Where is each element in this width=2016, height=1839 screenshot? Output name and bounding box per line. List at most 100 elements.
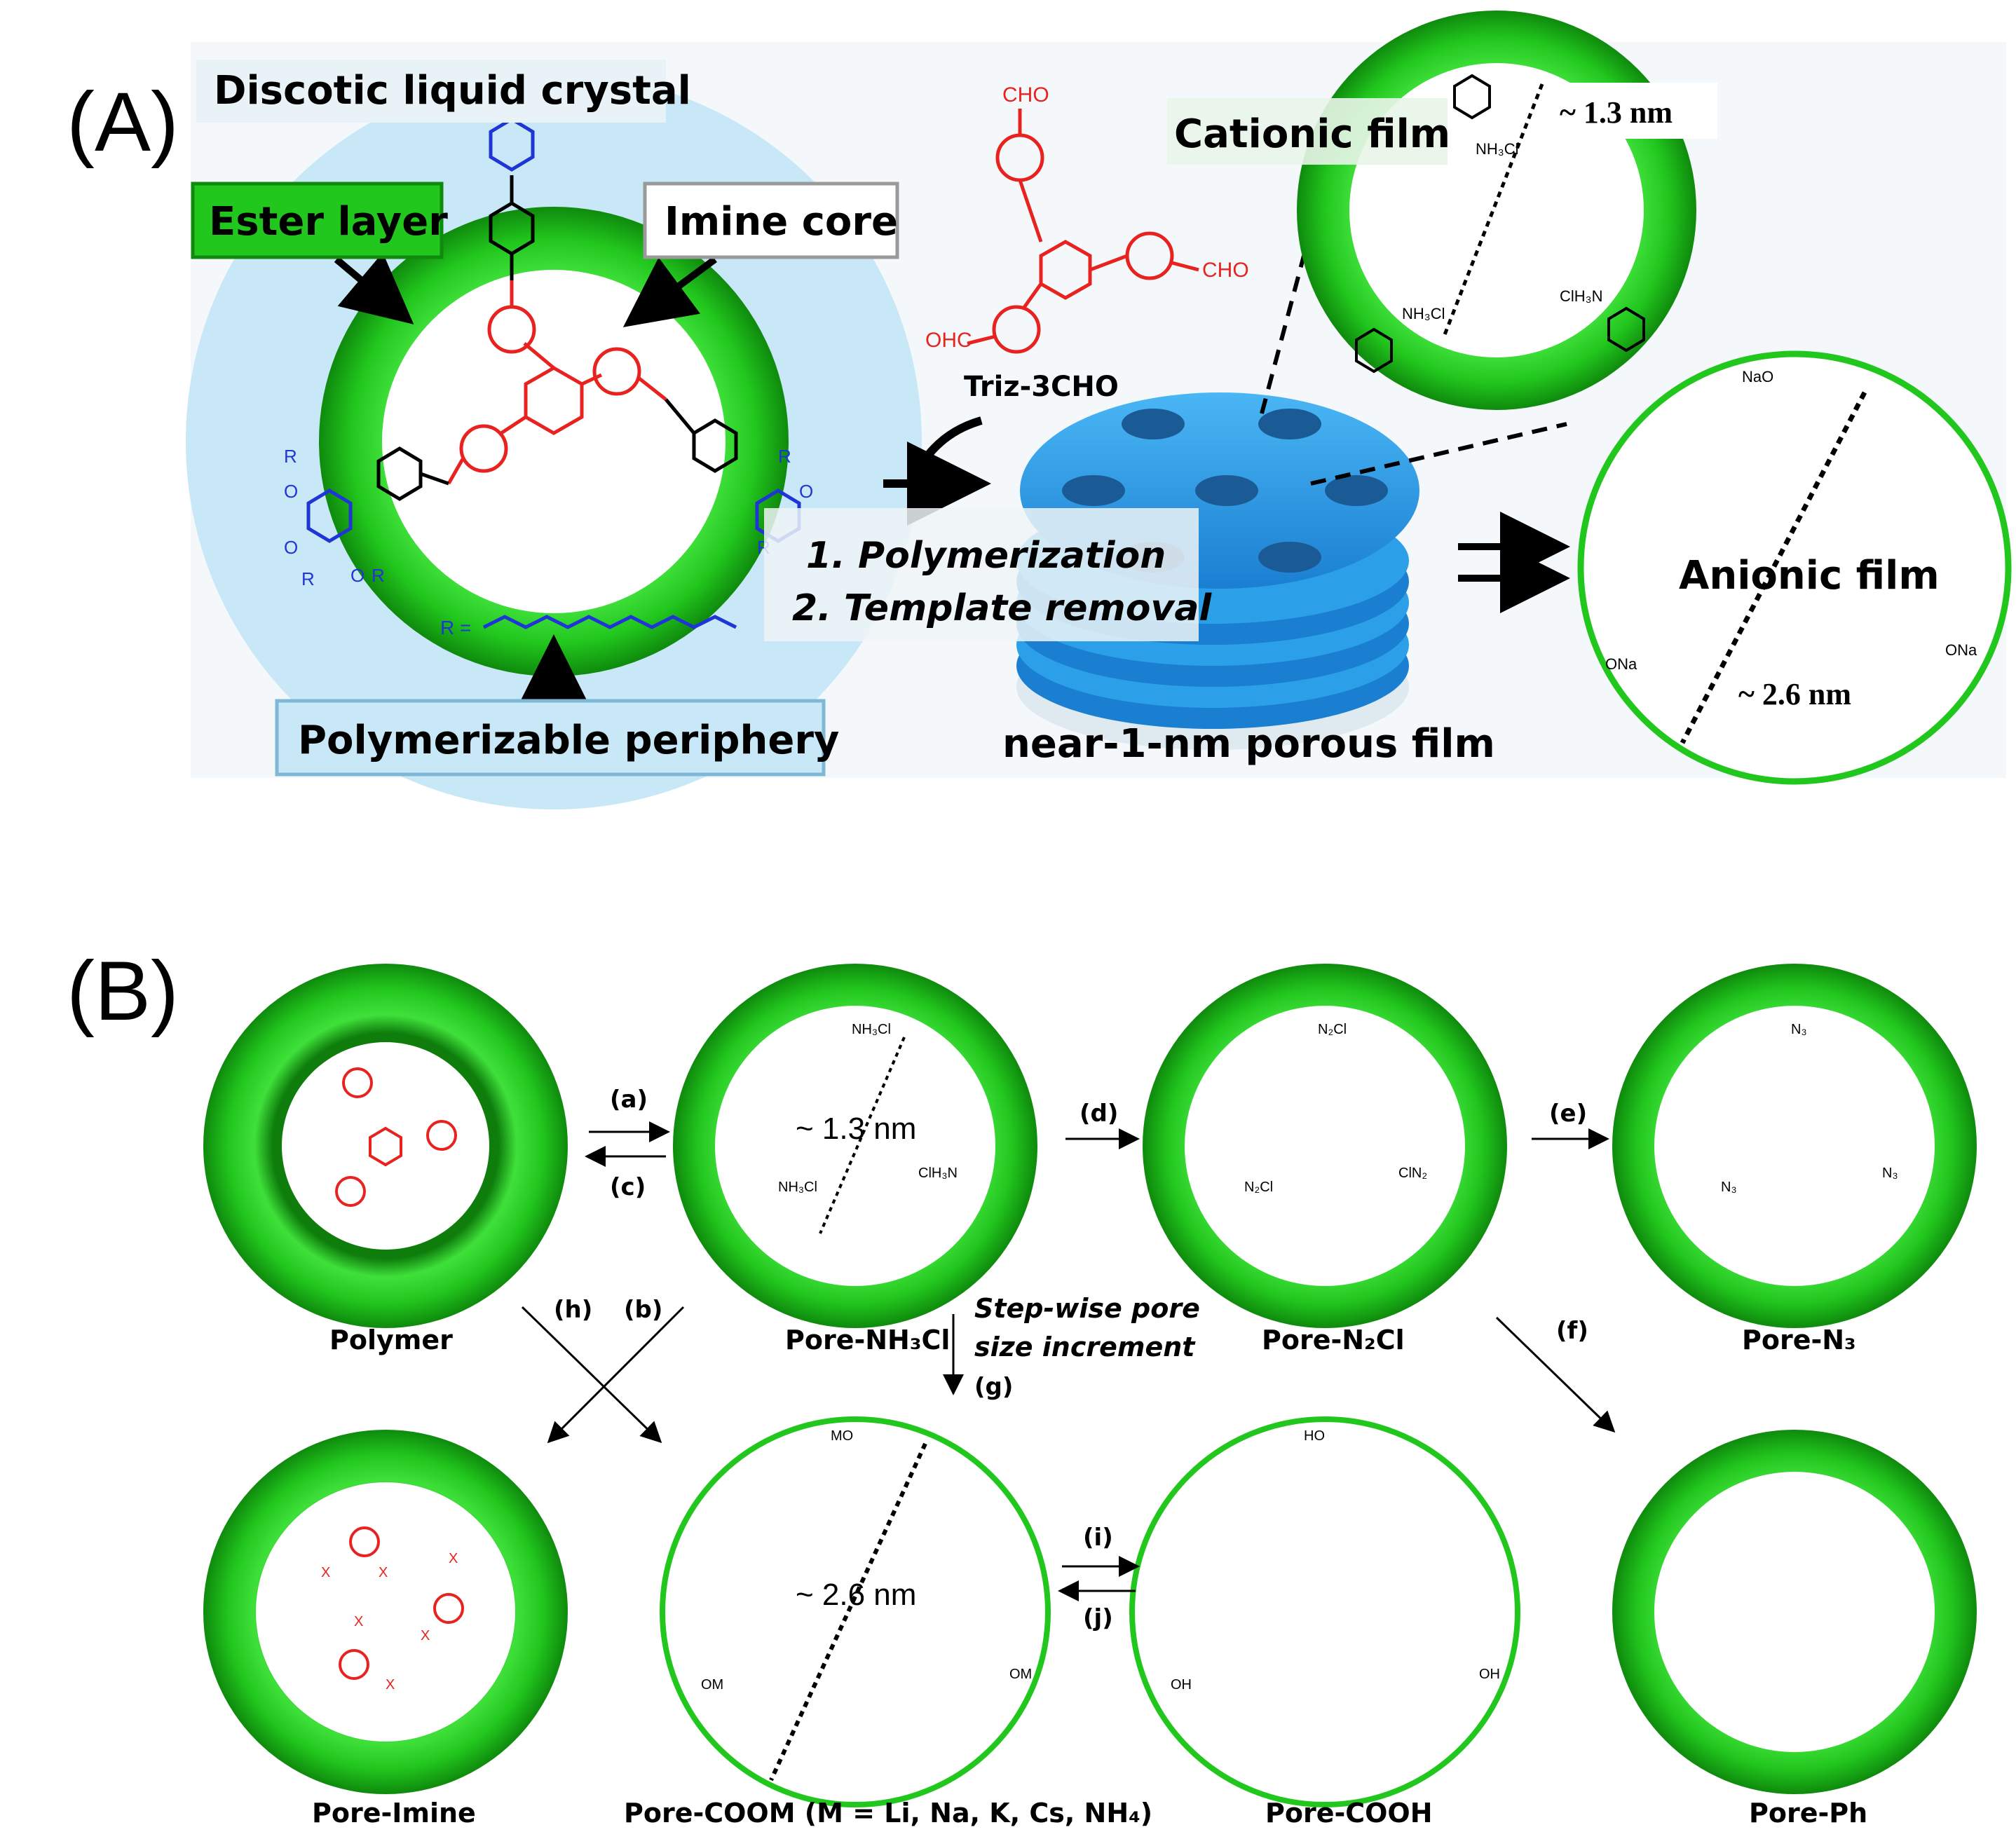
cationic-size: ~ 1.3 nm <box>1560 95 1673 130</box>
svg-text:R: R <box>372 565 385 586</box>
anionic-film <box>1577 350 2012 785</box>
label-pore-cooh: Pore-COOH <box>1265 1798 1433 1828</box>
imine-label: Imine core <box>665 199 898 245</box>
svg-text:HO: HO <box>1304 1428 1325 1444</box>
discotic-label-box <box>196 60 666 123</box>
anionic-nao: NaO <box>1742 368 1773 385</box>
ohc-left: OHC <box>925 329 972 352</box>
ester-label-box <box>191 182 444 259</box>
svg-text:X: X <box>386 1677 395 1693</box>
step-2: 2. Template removal <box>792 587 1212 629</box>
step-c: (c) <box>610 1173 646 1201</box>
cationic-clh3n-right: ClH₃N <box>1560 287 1603 305</box>
svg-text:N₃: N₃ <box>1791 1022 1807 1037</box>
zoom-line-2 <box>1310 422 1567 486</box>
ring-pore-n2cl <box>1143 964 1507 1328</box>
imine-core-arrow <box>622 256 717 327</box>
periphery-label-box <box>275 699 826 777</box>
arrow-h <box>521 1306 662 1444</box>
step-e: (e) <box>1549 1100 1587 1128</box>
svg-text:N₂Cl: N₂Cl <box>1318 1022 1347 1037</box>
cho-top: CHO <box>1002 83 1049 107</box>
step-i: (i) <box>1083 1524 1113 1552</box>
svg-text:X: X <box>449 1551 458 1566</box>
panel-b-tag: (B) <box>67 944 179 1038</box>
step-1: 1. Polymerization <box>806 535 1166 577</box>
triz-3cho-structure <box>967 109 1199 354</box>
imine-core-pore <box>382 270 726 613</box>
svg-text:N₂Cl: N₂Cl <box>1244 1180 1273 1195</box>
svg-text:ClH₃N: ClH₃N <box>918 1165 958 1181</box>
svg-text:ClN₂: ClN₂ <box>1398 1165 1427 1181</box>
zoom-line-1 <box>1260 255 1306 414</box>
periphery-label: Polymerizable periphery <box>298 718 839 763</box>
discotic-label: Discotic liquid crystal <box>214 68 691 114</box>
triz-label: Triz-3CHO <box>964 371 1119 403</box>
svg-text:X: X <box>321 1565 330 1580</box>
svg-text:NH₃Cl: NH₃Cl <box>852 1022 891 1037</box>
cho-right: CHO <box>1202 259 1249 282</box>
svg-text:N₃: N₃ <box>1721 1180 1737 1195</box>
svg-text:O: O <box>284 481 298 502</box>
stepwise-line2: size increment <box>974 1332 1196 1362</box>
svg-text:X: X <box>354 1614 363 1629</box>
imine-linkers <box>376 175 738 501</box>
svg-text:O: O <box>799 481 813 502</box>
size-large: ~ 2.6 nm <box>796 1578 916 1612</box>
ester-label: Ester layer <box>209 199 448 245</box>
steps-label-box <box>764 508 1199 641</box>
label-pore-n3: Pore-N₃ <box>1742 1325 1856 1355</box>
cationic-nh3cl-top: NH₃Cl <box>1476 140 1519 158</box>
step-d: (d) <box>1079 1100 1118 1128</box>
svg-text:R: R <box>284 446 297 467</box>
svg-text:R: R <box>778 446 791 467</box>
ester-layer-arrow <box>334 252 414 324</box>
label-pore-nh3cl: Pore-NH₃Cl <box>785 1325 950 1355</box>
cationic-label: Cationic film <box>1174 111 1450 157</box>
label-pore-n2cl: Pore-N₂Cl <box>1262 1325 1405 1355</box>
ring-pore-n3 <box>1612 964 1977 1328</box>
step-a: (a) <box>610 1086 648 1114</box>
svg-text:X: X <box>421 1628 430 1643</box>
svg-text:X: X <box>379 1565 388 1580</box>
svg-text:OH: OH <box>1171 1677 1192 1693</box>
triz-cho-labels: CHO CHO OHC <box>925 83 1249 352</box>
ring-pore-imine <box>203 1430 568 1794</box>
step-j: (j) <box>1083 1604 1113 1632</box>
cationic-label-box <box>1167 98 1448 165</box>
ring-pore-ph <box>1612 1430 1977 1794</box>
svg-text:O: O <box>284 537 298 558</box>
triazine-template <box>447 280 667 485</box>
cationic-size-line <box>1442 83 1544 337</box>
step-labels: (a) (c) (d) (e) (h) (b) (g) (f) (i) (j) <box>554 1086 1588 1632</box>
svg-text:O: O <box>350 565 365 586</box>
anionic-size-line <box>1680 391 1867 744</box>
ring-pore-nh3cl <box>673 964 1037 1328</box>
porous-film-label: near-1-nm porous film <box>1002 721 1495 767</box>
svg-text:OM: OM <box>1009 1667 1032 1682</box>
arrow-b <box>547 1306 685 1444</box>
svg-text:OH: OH <box>1479 1667 1500 1682</box>
ring-pore-coom <box>660 1416 1051 1807</box>
anionic-label: Anionic film <box>1679 553 1940 599</box>
step-b: (b) <box>624 1296 662 1324</box>
ring-names: Polymer Pore-NH₃Cl Pore-N₂Cl Pore-N₃ Por… <box>312 1325 1867 1828</box>
svg-text:MO: MO <box>831 1428 853 1444</box>
svg-text:OM: OM <box>701 1677 723 1693</box>
cationic-size-box <box>1546 83 1717 139</box>
label-pore-coom: Pore-COOM (M = Li, Na, K, Cs, NH₄) <box>624 1798 1152 1828</box>
step-g: (g) <box>974 1373 1013 1401</box>
anionic-ona-right: ONa <box>1945 641 1977 659</box>
svg-text:R: R <box>301 568 315 589</box>
panel-a-tag: (A) <box>67 75 179 169</box>
label-pore-imine: Pore-Imine <box>312 1798 476 1828</box>
label-polymer: Polymer <box>329 1325 453 1355</box>
svg-text:NH₃Cl: NH₃Cl <box>778 1180 817 1195</box>
cationic-nh3cl-left: NH₃Cl <box>1402 305 1445 322</box>
ring-polymer <box>203 964 568 1328</box>
functional-group-labels: NH₃Cl NH₃Cl ClH₃N N₂Cl N₂Cl ClN₂ N₃ N₃ N… <box>321 1022 1898 1693</box>
size-small: ~ 1.3 nm <box>796 1112 916 1146</box>
arrow-f <box>1495 1316 1616 1433</box>
label-pore-ph: Pore-Ph <box>1749 1798 1867 1828</box>
